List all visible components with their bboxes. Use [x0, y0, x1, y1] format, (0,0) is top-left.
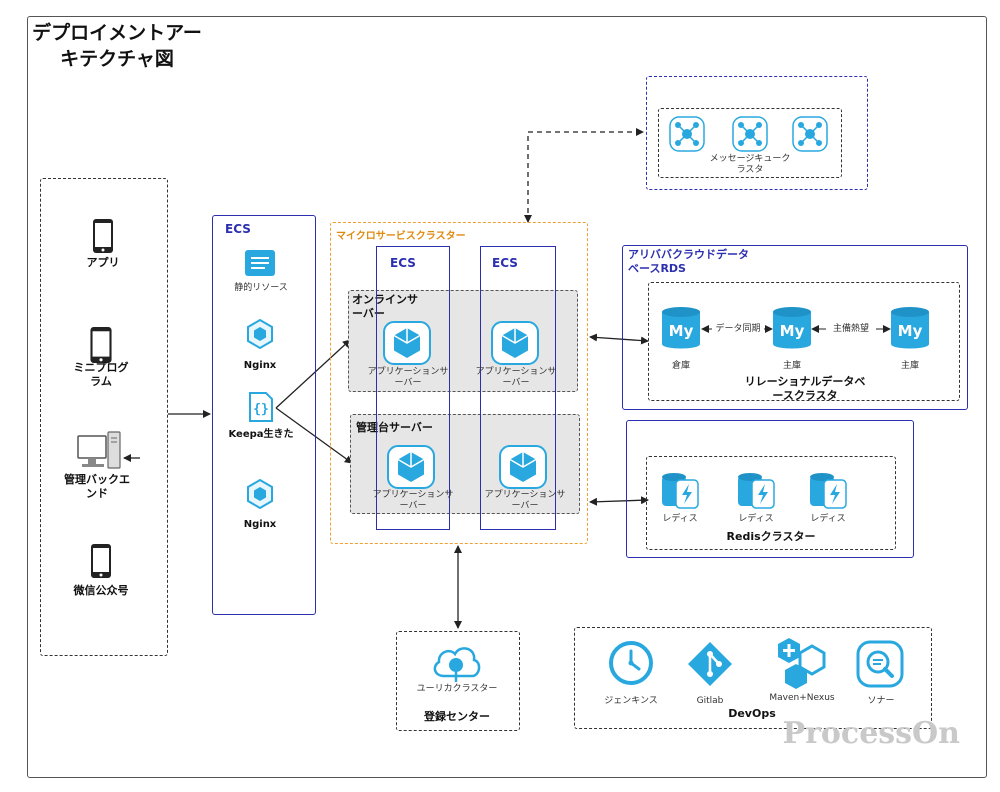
ecs-column-2 — [480, 246, 556, 530]
jenkins-icon — [609, 641, 653, 685]
microservice-cluster — [330, 222, 588, 544]
redis-cluster-label: Redisクラスター — [726, 530, 816, 543]
mq-inner-group — [658, 108, 842, 178]
app-server-label: アプリケーションサーバー — [484, 490, 566, 511]
redis-node-icon — [662, 473, 699, 509]
cube-icon — [247, 318, 273, 350]
gitlab-icon — [688, 642, 732, 686]
cluster-to-mq-arrow — [524, 128, 644, 223]
smartphone-icon — [91, 544, 111, 578]
nginx-label-2: Nginx — [243, 519, 277, 530]
client-label-app: アプリ — [86, 256, 120, 269]
app-server-icon — [491, 321, 539, 365]
client-label-admin: 管理バックエンド — [64, 473, 130, 500]
app-server-icon — [383, 321, 431, 365]
maven-nexus-icon — [778, 638, 826, 689]
rds-node-label: 主庫 — [782, 361, 801, 371]
devops-label: DevOps — [728, 707, 776, 720]
app-server-icon — [499, 445, 547, 489]
redis-group — [626, 420, 914, 558]
message-queue-icon — [732, 116, 768, 152]
ecs-column-1-title: ECS — [390, 256, 416, 270]
client-label-miniprogram: ミニプログラム — [73, 361, 129, 388]
app-server-label: アプリケーションサーバー — [372, 490, 454, 511]
cluster-to-redis-arrow — [589, 496, 649, 506]
cluster-to-rds-arrow — [589, 333, 649, 345]
devops-label-maven: Maven+Nexus — [769, 693, 835, 703]
braces-icon: {} — [249, 392, 273, 422]
svg-text:{}: {} — [253, 402, 269, 417]
keepalived-to-online-arrow — [275, 339, 351, 409]
hotstandby-label: 主備熱望 — [826, 324, 876, 335]
app-server-label: アプリケーションサーバー — [475, 367, 557, 388]
ecs-column-2-title: ECS — [492, 256, 518, 270]
smartphone-icon — [90, 327, 112, 363]
ecs-column-1 — [376, 246, 450, 530]
app-server-label: アプリケーションサーバー — [367, 367, 449, 388]
redis-node-label: レディス — [662, 514, 698, 524]
sonar-icon — [856, 640, 904, 688]
diagram-title: デプロイメントアーキテクチャ図 — [32, 22, 202, 70]
keepalived-to-admin-arrow — [275, 407, 353, 464]
registry-group — [396, 631, 520, 731]
mysql-db-icon: My — [773, 307, 811, 349]
admin-server-title: 管理台サーバー — [356, 421, 433, 434]
eureka-cloud-icon — [433, 647, 481, 682]
redis-node-icon — [738, 473, 775, 509]
devops-label-sonar: ソナー — [867, 696, 895, 706]
devops-label-jenkins: ジェンキンス — [604, 696, 658, 706]
redis-node-label: レディス — [810, 514, 846, 524]
mq-label: メッセージキュークラスタ — [709, 154, 791, 175]
rds-node-label: 倉庫 — [671, 361, 690, 371]
rds-cluster-label: リレーショナルデータベースクラスタ — [744, 375, 866, 402]
message-queue-icon — [669, 116, 705, 152]
static-resource-label: 静的リソース — [234, 283, 288, 293]
microservice-title: マイクロサービスクラスター — [336, 231, 466, 242]
rds-group — [622, 245, 968, 410]
ecs-left-group — [212, 215, 316, 615]
client-label-wechat: 微信公众号 — [73, 584, 129, 597]
ecs-left-title: ECS — [225, 222, 251, 236]
message-queue-icon — [792, 116, 828, 152]
mysql-logo-text: My — [669, 322, 694, 340]
rds-node-label: 主庫 — [900, 361, 919, 371]
registry-label: 登録センター — [424, 710, 490, 723]
eureka-label: ユーリカクラスター — [416, 684, 498, 694]
redis-cluster — [646, 456, 896, 550]
devops-group — [574, 627, 932, 729]
keepalived-label: Keepa生きた — [228, 429, 294, 440]
mysql-logo-text: My — [898, 322, 923, 340]
nginx-label-1: Nginx — [243, 360, 277, 371]
app-server-icon — [387, 445, 435, 489]
rds-cluster — [648, 282, 960, 401]
redis-node-label: レディス — [738, 514, 774, 524]
mq-outer-group — [646, 76, 868, 190]
diagram-frame — [27, 16, 987, 778]
smartphone-icon — [93, 219, 113, 253]
redis-node-icon — [810, 473, 847, 509]
desktop-computer-icon — [77, 431, 121, 469]
mysql-db-icon: My — [662, 307, 700, 349]
mysql-logo-text: My — [780, 322, 805, 340]
mysql-db-icon: My — [891, 307, 929, 349]
clients-group — [40, 178, 168, 656]
rds-title: アリババクラウドデータベースRDS — [628, 248, 749, 275]
devops-label-gitlab: Gitlab — [696, 696, 724, 706]
cube-icon — [247, 478, 273, 510]
document-icon — [245, 250, 275, 276]
sync-label: データ同期 — [712, 324, 764, 335]
watermark: ProcessOn — [782, 716, 960, 751]
